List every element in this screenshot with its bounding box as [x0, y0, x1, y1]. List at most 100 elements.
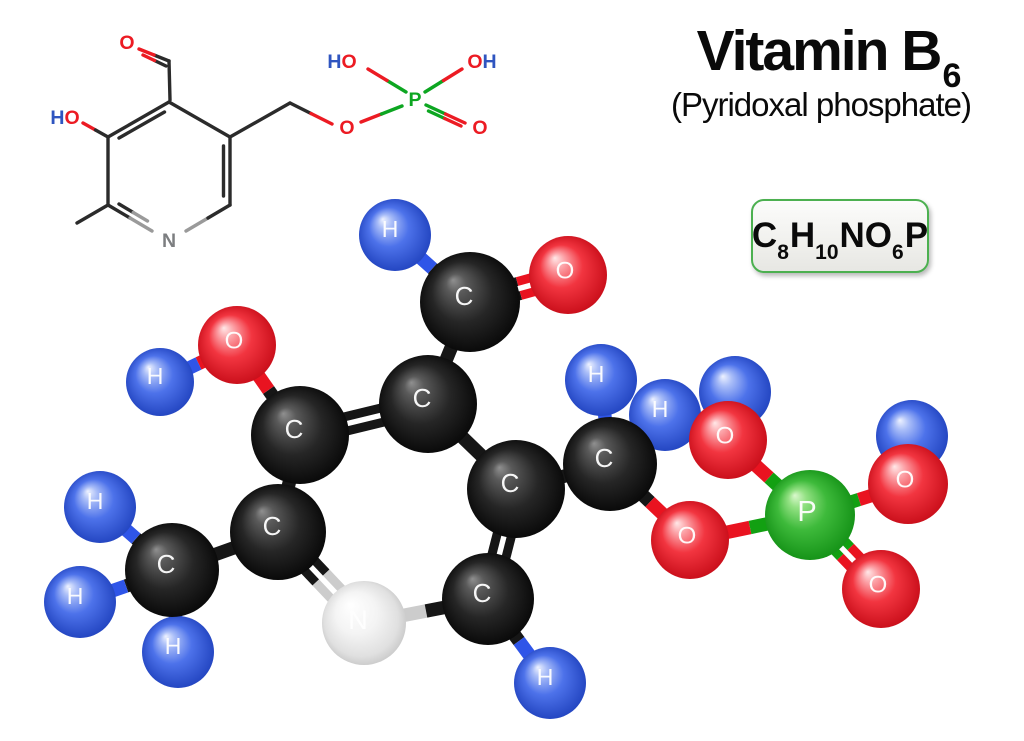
formula-element: P: [904, 216, 929, 255]
atom-ball-C: [563, 417, 657, 511]
atom-ball-P: [765, 470, 855, 560]
atom-label-H: H: [87, 488, 104, 514]
atom-label-C: C: [285, 414, 304, 444]
bond-2d: [206, 203, 232, 220]
atom-label-H: H: [588, 361, 605, 387]
formula-element: C: [751, 216, 778, 255]
molecular-formula-text: C8H10NO6P: [751, 216, 929, 264]
atom-label-H: H: [537, 664, 554, 690]
atom-ball-O: [689, 401, 767, 479]
atom-label-C: C: [595, 443, 614, 473]
atom-ball-C: [420, 252, 520, 352]
atom-ball-H: [514, 647, 586, 719]
bond-2d: [424, 103, 448, 116]
atom-ball-C: [379, 355, 477, 453]
title-text: Vitamin B: [696, 19, 943, 83]
atom-label-2d: O: [339, 117, 354, 139]
page-title: Vitamin B6: [618, 19, 1024, 94]
atom-label-O: O: [716, 423, 735, 450]
bond-2d: [426, 109, 447, 121]
bond-2d: [131, 210, 150, 223]
bond-2d: [152, 53, 171, 63]
bond-2d: [359, 112, 384, 124]
atom-label-2d: HO: [327, 51, 356, 73]
bond-2d: [309, 111, 334, 126]
atom-label-C: C: [413, 383, 432, 413]
atom-label-2d: P: [408, 89, 421, 111]
bond-2d: [137, 47, 156, 57]
atom-label-C: C: [455, 281, 474, 311]
bond-2d: [385, 78, 408, 94]
bond-2d: [106, 100, 171, 139]
atom-label-H: H: [382, 216, 399, 242]
bond-2d: [441, 67, 464, 83]
atom-label-2d: N: [162, 230, 176, 252]
bond-2d: [167, 100, 232, 139]
atom-label-C: C: [501, 468, 520, 498]
bond-2d: [93, 128, 110, 139]
bond-2d: [366, 67, 389, 83]
atom-label-O: O: [869, 572, 888, 599]
title-subscript: 6: [942, 57, 961, 95]
atom-ball-C: [467, 440, 565, 538]
bond-2d: [288, 101, 313, 116]
bond-2d: [152, 58, 168, 68]
bond-2d: [117, 202, 135, 215]
atom-ball-H: [126, 348, 194, 416]
atom-ball-H: [565, 344, 637, 416]
atom-ball-C: [251, 386, 349, 484]
atom-ball-H: [142, 616, 214, 688]
atom-label-C: C: [473, 578, 492, 608]
atom-ball-H: [359, 199, 431, 271]
formula-element: H: [789, 216, 816, 255]
bond-2d: [81, 121, 98, 132]
title-block: Vitamin B6 (Pyridoxal phosphate): [618, 19, 1024, 124]
atom-label-2d: OH: [467, 51, 496, 73]
bond-2d: [117, 110, 167, 140]
bond-2d: [141, 53, 157, 63]
bond-2d: [228, 101, 292, 139]
atom-label-H: H: [165, 633, 182, 659]
bond-2d: [443, 112, 467, 125]
atom-label-H: H: [147, 363, 164, 389]
atom-label-H: H: [67, 583, 84, 609]
atom-label-2d: O: [119, 32, 134, 54]
atom-label-O: O: [678, 523, 697, 550]
bond-2d: [75, 203, 110, 225]
atom-label-H: H: [652, 396, 669, 422]
formula-subscript: 8: [777, 241, 789, 264]
atom-ball-O: [198, 306, 276, 384]
atom-ball-C: [442, 553, 534, 645]
bond-2d: [443, 116, 463, 128]
atom-label-O: O: [225, 328, 244, 355]
atom-label-O: O: [556, 258, 575, 285]
bond-2d: [423, 78, 446, 94]
formula-element: NO: [839, 216, 893, 255]
atom-label-2d: O: [472, 117, 487, 139]
bond-2d: [184, 216, 210, 233]
atom-label-O: O: [896, 467, 915, 494]
page-subtitle: (Pyridoxal phosphate): [670, 85, 972, 123]
formula-subscript: 6: [892, 241, 904, 264]
atom-label-C: C: [157, 549, 176, 579]
atom-ball-H: [44, 566, 116, 638]
atom-ball-O: [529, 236, 607, 314]
atom-label-N: N: [348, 605, 368, 635]
molecular-formula-badge: C8H10NO6P: [751, 199, 929, 273]
bond-2d: [128, 216, 154, 233]
atom-ball-C: [230, 484, 326, 580]
atom-label-C: C: [263, 511, 282, 541]
bond-2d: [106, 203, 132, 220]
atom-label-P: P: [797, 496, 816, 528]
bond-2d: [167, 59, 172, 102]
atom-ball-H: [629, 379, 701, 451]
formula-subscript: 10: [815, 241, 839, 264]
atom-ball-N: [322, 581, 406, 665]
atom-ball-O: [842, 550, 920, 628]
atom-label-2d: HO: [50, 107, 79, 129]
atom-ball-C: [125, 523, 219, 617]
